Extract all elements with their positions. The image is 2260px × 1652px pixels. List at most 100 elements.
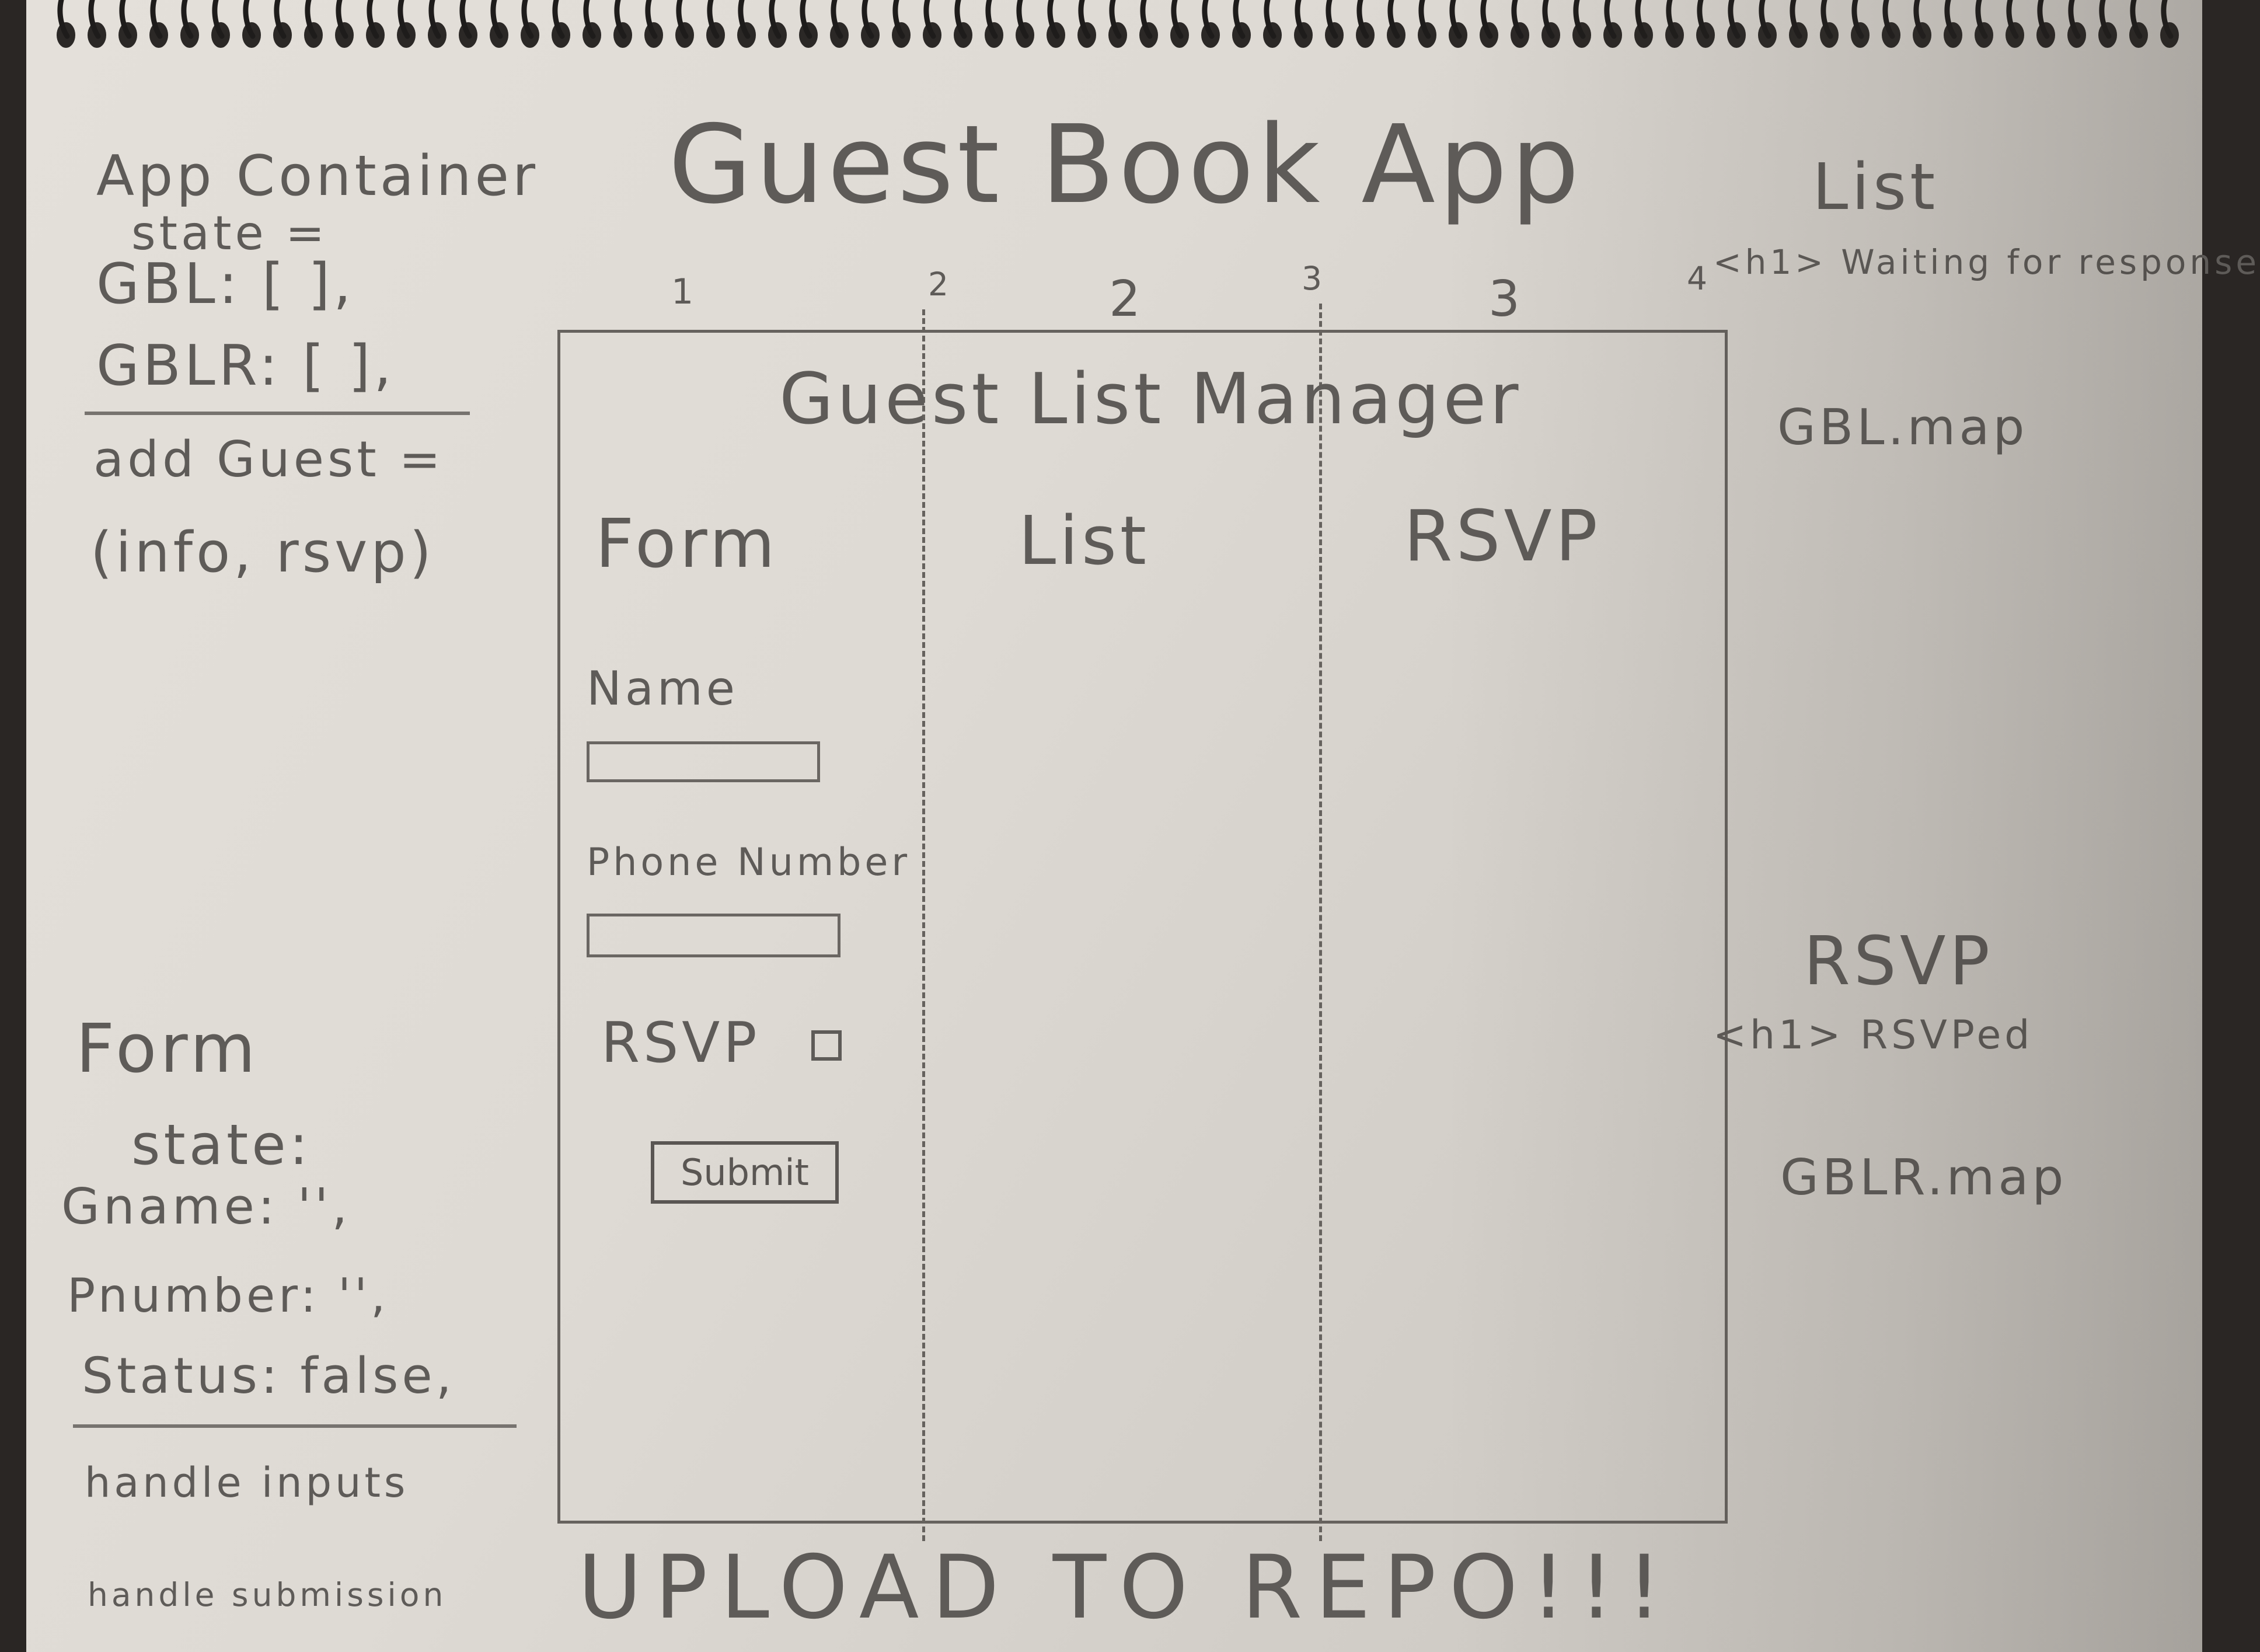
binding-ring bbox=[831, 0, 843, 39]
rsvp-label: RSVP bbox=[601, 1011, 761, 1075]
binding-ring bbox=[428, 0, 441, 39]
column-divider bbox=[1319, 304, 1322, 1541]
binding-ring bbox=[57, 0, 70, 39]
binding-ring bbox=[1109, 0, 1122, 39]
binding-ring bbox=[1820, 0, 1833, 39]
binding-ring bbox=[1851, 0, 1864, 39]
phone-input-sketch[interactable] bbox=[587, 914, 840, 957]
app-container-state-label: state = bbox=[131, 206, 329, 260]
binding-ring bbox=[707, 0, 720, 39]
column-divider bbox=[922, 309, 925, 1541]
binding-ring bbox=[892, 0, 905, 39]
binding-ring bbox=[459, 0, 472, 39]
app-container-heading: App Container bbox=[96, 144, 539, 208]
form-component-heading: Form bbox=[76, 1010, 259, 1088]
add-guest-args: (info, rsvp) bbox=[90, 521, 435, 585]
binding-ring bbox=[1759, 0, 1771, 39]
binding-ring bbox=[1016, 0, 1029, 39]
binding-ring bbox=[521, 0, 534, 39]
column-heading-rsvp: RSVP bbox=[1404, 496, 1602, 577]
binding-ring bbox=[2130, 0, 2143, 39]
binding-ring bbox=[2037, 0, 2050, 39]
ruler-mark: 1 bbox=[671, 271, 694, 312]
submit-button-sketch[interactable]: Submit bbox=[651, 1141, 839, 1204]
submit-label: Submit bbox=[681, 1151, 809, 1194]
handle-submission-note: handle submission bbox=[88, 1576, 447, 1613]
divider-line bbox=[85, 412, 470, 415]
binding-ring bbox=[119, 0, 132, 39]
binding-ring bbox=[1913, 0, 1926, 39]
binding-ring bbox=[1047, 0, 1060, 39]
form-state-pnumber: Pnumber: '', bbox=[67, 1268, 389, 1323]
divider-line bbox=[73, 1424, 517, 1428]
binding-ring bbox=[1666, 0, 1679, 39]
binding-ring bbox=[1078, 0, 1091, 39]
binding-ring bbox=[552, 0, 565, 39]
binding-ring bbox=[1480, 0, 1493, 39]
binding-ring bbox=[88, 0, 101, 39]
rsvp-checkbox-sketch[interactable] bbox=[811, 1030, 842, 1061]
binding-ring bbox=[1635, 0, 1648, 39]
binding-ring bbox=[1573, 0, 1586, 39]
list-h1-text: <h1> Waiting for response bbox=[1713, 242, 2260, 282]
binding-ring bbox=[1728, 0, 1741, 39]
binding-ring bbox=[274, 0, 287, 39]
upload-reminder: UPLOAD TO REPO!!! bbox=[578, 1537, 1675, 1639]
binding-ring bbox=[1387, 0, 1400, 39]
name-input-sketch[interactable] bbox=[587, 741, 820, 782]
binding-ring bbox=[2006, 0, 2019, 39]
binding-ring bbox=[336, 0, 348, 39]
ruler-mark: 3 bbox=[1302, 260, 1322, 297]
add-guest-label: add Guest = bbox=[93, 431, 444, 489]
binding-ring bbox=[862, 0, 874, 39]
manager-title: Guest List Manager bbox=[779, 359, 1522, 440]
binding-ring bbox=[1542, 0, 1555, 39]
binding-ring bbox=[367, 0, 379, 39]
binding-ring bbox=[985, 0, 998, 39]
binding-ring bbox=[769, 0, 782, 39]
binding-ring bbox=[1944, 0, 1957, 39]
binding-ring bbox=[1295, 0, 1307, 39]
binding-ring bbox=[676, 0, 689, 39]
guest-list-manager-frame bbox=[557, 330, 1728, 1524]
rsvp-component-heading: RSVP bbox=[1804, 922, 1993, 1001]
binding-ring bbox=[1264, 0, 1277, 39]
name-label: Name bbox=[587, 661, 739, 716]
binding-ring bbox=[1975, 0, 1988, 39]
ruler-mark: 3 bbox=[1488, 270, 1520, 328]
binding-ring bbox=[1233, 0, 1246, 39]
binding-ring bbox=[181, 0, 194, 39]
binding-ring bbox=[2161, 0, 2174, 39]
notebook-page: Guest Book App App Container state = GBL… bbox=[26, 0, 2256, 1652]
state-gblr: GBLR: [ ], bbox=[96, 334, 395, 398]
ruler-mark: 4 bbox=[1687, 260, 1707, 297]
ruler-mark: 2 bbox=[1109, 270, 1141, 328]
binding-ring bbox=[1697, 0, 1710, 39]
binding-ring bbox=[1140, 0, 1153, 39]
binding-ring bbox=[1511, 0, 1524, 39]
rsvp-h1-text: <h1> RSVPed bbox=[1713, 1012, 2034, 1058]
binding-ring bbox=[397, 0, 410, 39]
binding-ring bbox=[1449, 0, 1462, 39]
binding-ring bbox=[954, 0, 967, 39]
column-heading-form: Form bbox=[595, 505, 779, 583]
binding-ring bbox=[1356, 0, 1369, 39]
binding-ring bbox=[1171, 0, 1184, 39]
binding-ring bbox=[738, 0, 751, 39]
handle-inputs-note: handle inputs bbox=[85, 1459, 409, 1507]
binding-ring bbox=[614, 0, 627, 39]
list-component-heading: List bbox=[1812, 149, 1939, 224]
binding-ring bbox=[490, 0, 503, 39]
binding-ring bbox=[1790, 0, 1802, 39]
form-state-status: Status: false, bbox=[82, 1347, 455, 1405]
binding-ring bbox=[2068, 0, 2081, 39]
binding-ring bbox=[1326, 0, 1338, 39]
binding-ring bbox=[1202, 0, 1215, 39]
binding-ring bbox=[1418, 0, 1431, 39]
phone-label: Phone Number bbox=[587, 841, 911, 884]
page-title: Guest Book App bbox=[668, 102, 1583, 228]
binding-ring bbox=[212, 0, 225, 39]
binding-ring bbox=[305, 0, 318, 39]
form-state-label: state: bbox=[131, 1113, 312, 1177]
list-map-note: GBL.map bbox=[1777, 399, 2028, 456]
